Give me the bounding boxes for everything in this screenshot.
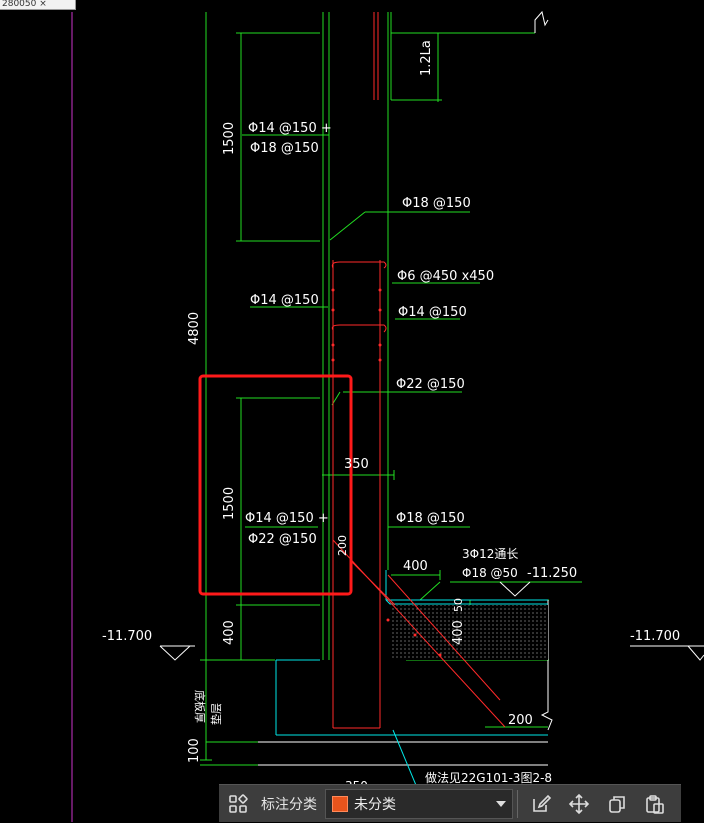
- label-elev-11250: -11.250: [527, 566, 577, 581]
- paste-icon: [646, 794, 664, 814]
- label-rebar-3-12: 3Φ12通长: [462, 547, 518, 561]
- rebar-dots: [331, 288, 442, 657]
- label-rebar-18-right: Φ18 @150: [396, 511, 465, 526]
- label-rebar-14-left: Φ14 @150: [250, 293, 319, 308]
- label-dim-1500-top: 1500: [222, 122, 237, 155]
- reference-line: [392, 729, 419, 791]
- annotation-category-label: 标注分类: [261, 796, 317, 813]
- label-rebar-mid-1: Φ14 @150 +: [245, 511, 329, 526]
- label-cushion: 垫层: [209, 703, 223, 725]
- copy-button[interactable]: [598, 785, 636, 823]
- move-icon: [568, 793, 590, 814]
- chevron-down-icon: [496, 800, 506, 807]
- category-select-value: 未分类: [354, 796, 396, 813]
- pit-hatch: [392, 605, 548, 660]
- paste-button[interactable]: [636, 785, 674, 823]
- selection-box[interactable]: [198, 374, 353, 596]
- label-dim-50: 50: [452, 598, 465, 612]
- label-dim-400-pit: 400: [451, 620, 466, 645]
- category-select[interactable]: 未分类: [325, 788, 513, 819]
- label-dim-400-left: 400: [222, 620, 237, 645]
- label-dim-4800: 4800: [187, 312, 202, 345]
- annotation-toolbar: 标注分类 未分类: [219, 784, 681, 822]
- rebar-lines: [331, 12, 506, 729]
- grid-button[interactable]: [219, 785, 257, 823]
- move-button[interactable]: [560, 785, 598, 823]
- break-line-top: [534, 10, 549, 33]
- label-lap-12la: 1.2La: [419, 40, 434, 76]
- category-color-swatch: [332, 795, 348, 812]
- label-dim-400-right: 400: [403, 559, 428, 574]
- label-rebar-18-150: Φ18 @150: [402, 196, 471, 211]
- toolbar-divider: [517, 789, 518, 818]
- label-rebar-22-150: Φ22 @150: [396, 377, 465, 392]
- label-rebar-14-right: Φ14 @150: [398, 305, 467, 320]
- document-tab[interactable]: 280050 ×: [0, 0, 76, 10]
- label-slab-thickness: 底板厚: [193, 690, 207, 723]
- label-elev-11700-right: -11.700: [630, 629, 680, 644]
- label-rebar-6-450: Φ6 @450 x450: [397, 269, 494, 284]
- break-line-bottom: [540, 700, 553, 731]
- copy-icon: [609, 795, 625, 813]
- label-rebar-top-2: Φ18 @150: [250, 141, 319, 156]
- label-dim-100: 100: [187, 738, 202, 763]
- label-rebar-top-1: Φ14 @150 +: [248, 121, 332, 136]
- label-elev-11700-left: -11.700: [102, 629, 152, 644]
- label-dim-200-vert: 200: [336, 535, 349, 556]
- label-dim-1500-mid: 1500: [222, 487, 237, 520]
- label-ref-note: 做法见22G101-3图2-8: [425, 770, 552, 785]
- grid-icon: [229, 793, 248, 813]
- edit-button[interactable]: [522, 785, 560, 823]
- label-rebar-18-low: Φ18 @50: [462, 566, 518, 580]
- label-dim-200-bottom: 200: [508, 713, 533, 728]
- label-dim-350: 350: [344, 457, 369, 472]
- label-rebar-mid-2: Φ22 @150: [248, 532, 317, 547]
- edit-icon: [533, 794, 552, 812]
- concrete-outline: [275, 570, 548, 736]
